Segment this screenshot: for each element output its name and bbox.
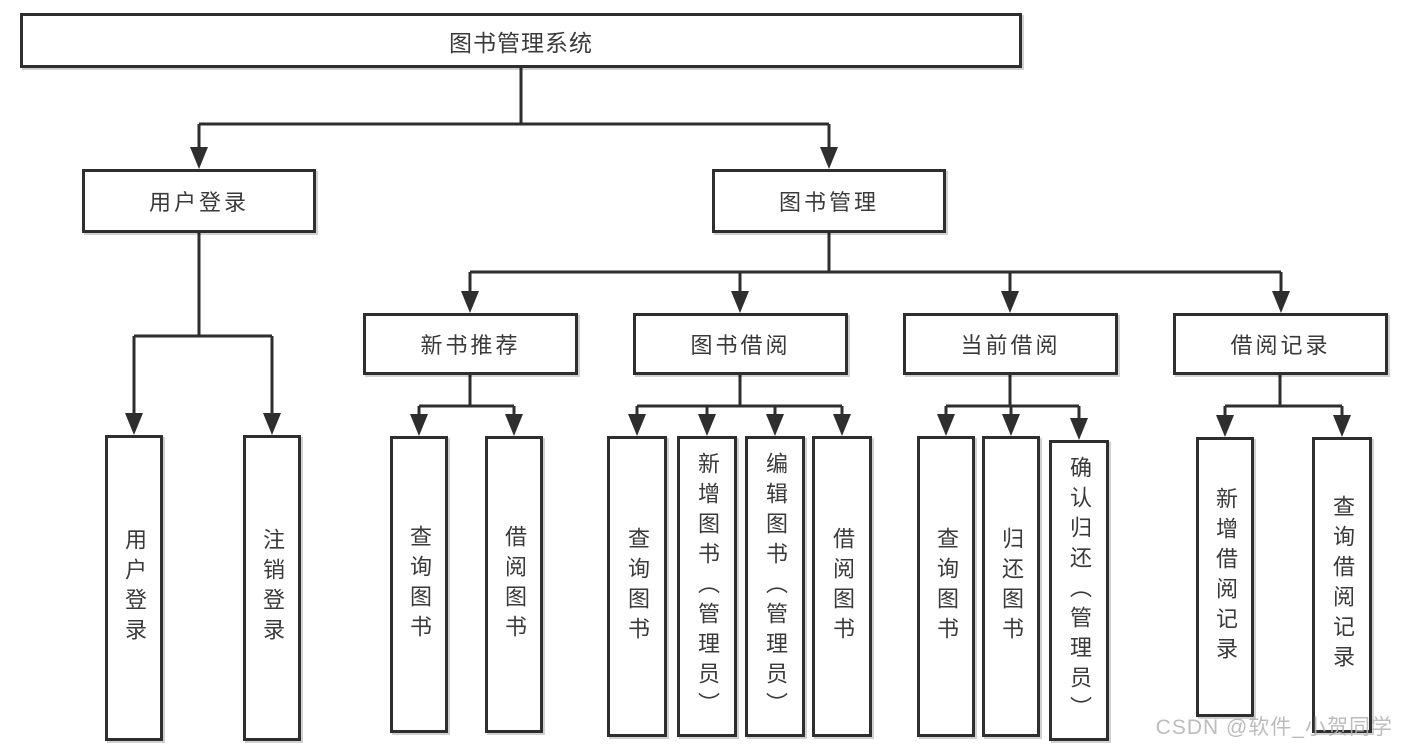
node-new-book-recommend-label: 新书推荐 bbox=[420, 333, 521, 358]
leaf-borrow-books-1: 借阅图书 bbox=[485, 436, 543, 733]
node-borrow-records: 借阅记录 bbox=[1173, 313, 1388, 375]
node-current-borrow: 当前借阅 bbox=[903, 313, 1118, 375]
leaf-borrow-books-2: 借阅图书 bbox=[812, 436, 872, 737]
leaf-logout: 注销登录 bbox=[243, 435, 301, 741]
leaf-user-login-label: 用户登录 bbox=[122, 528, 147, 648]
node-borrow-records-label: 借阅记录 bbox=[1230, 333, 1331, 358]
leaf-user-login: 用户登录 bbox=[105, 435, 163, 741]
leaf-logout-label: 注销登录 bbox=[260, 528, 285, 648]
leaf-query-books-3: 查询图书 bbox=[917, 436, 975, 737]
leaf-query-books-3-label: 查询图书 bbox=[934, 526, 959, 647]
leaf-query-books-2: 查询图书 bbox=[607, 436, 667, 737]
node-book-management-label: 图书管理 bbox=[778, 190, 879, 215]
node-root-label: 图书管理系统 bbox=[449, 29, 593, 56]
leaf-return-books: 归还图书 bbox=[982, 436, 1040, 737]
leaf-query-borrow-record-label: 查询借阅记录 bbox=[1330, 495, 1355, 675]
leaf-query-books-1: 查询图书 bbox=[390, 436, 448, 733]
arrowheads bbox=[125, 147, 1351, 440]
leaf-borrow-books-2-label: 借阅图书 bbox=[830, 526, 855, 647]
leaf-add-borrow-record-label: 新增借阅记录 bbox=[1213, 487, 1238, 667]
node-book-borrow: 图书借阅 bbox=[633, 313, 848, 375]
node-user-login-label: 用户登录 bbox=[148, 190, 249, 215]
leaf-query-books-2-label: 查询图书 bbox=[625, 526, 650, 647]
leaf-query-books-1-label: 查询图书 bbox=[407, 524, 432, 645]
leaf-query-borrow-record: 查询借阅记录 bbox=[1312, 437, 1372, 733]
leaf-confirm-return-admin-label: 确认归还（管理员） bbox=[1067, 455, 1092, 726]
leaf-edit-books-admin-label: 编辑图书（管理员） bbox=[763, 451, 788, 722]
node-user-login: 用户登录 bbox=[82, 169, 316, 233]
node-book-management: 图书管理 bbox=[712, 169, 946, 233]
leaf-return-books-label: 归还图书 bbox=[999, 526, 1024, 647]
node-root: 图书管理系统 bbox=[20, 13, 1022, 68]
leaf-edit-books-admin: 编辑图书（管理员） bbox=[745, 436, 805, 737]
node-current-borrow-label: 当前借阅 bbox=[960, 333, 1061, 358]
leaf-add-books-admin: 新增图书（管理员） bbox=[677, 436, 737, 737]
node-new-book-recommend: 新书推荐 bbox=[363, 313, 578, 375]
node-book-borrow-label: 图书借阅 bbox=[690, 333, 791, 358]
leaf-borrow-books-1-label: 借阅图书 bbox=[502, 524, 527, 645]
leaf-add-borrow-record: 新增借阅记录 bbox=[1196, 437, 1254, 717]
connector-paths bbox=[132, 68, 1344, 421]
leaf-add-books-admin-label: 新增图书（管理员） bbox=[695, 451, 720, 722]
leaf-confirm-return-admin: 确认归还（管理员） bbox=[1049, 440, 1109, 741]
